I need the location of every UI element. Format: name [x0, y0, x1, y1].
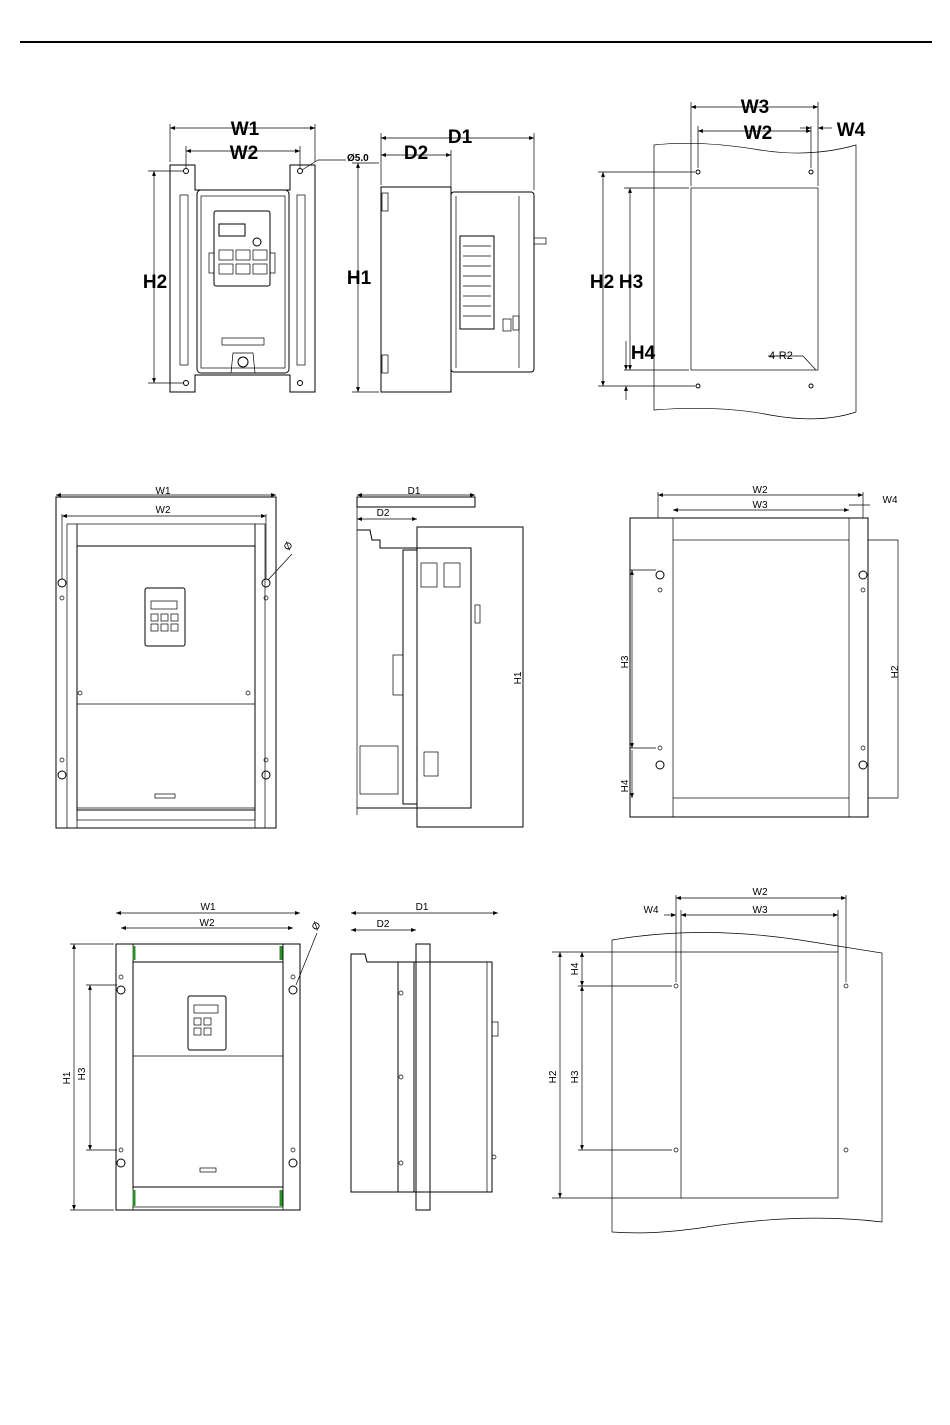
row3-mount-h4: H4	[570, 962, 581, 975]
row1-mount-w2: W2	[744, 123, 773, 144]
row1-mount-h4: H4	[631, 343, 656, 364]
row2-side-h1: H1	[513, 671, 524, 684]
row2-mount-template: W2 W3 W4 H3 H4 H2	[620, 485, 901, 817]
row3-front-h3: H3	[77, 1067, 88, 1080]
row3-mount-w3: W3	[753, 905, 768, 916]
row2-front-view: W1 W2 Ø	[56, 486, 296, 828]
row1-side-view: D1 D2 H1	[347, 127, 546, 392]
row2-side-view: D1 D2 H1	[357, 486, 524, 827]
row2-front-hole: Ø	[282, 540, 296, 552]
row3-side-d2: D2	[377, 919, 390, 930]
row3-mount-w4: W4	[644, 905, 659, 916]
row3-front-w2: W2	[200, 918, 215, 929]
row1-front-hole: Ø5.0	[347, 153, 369, 164]
row1-front-w2: W2	[230, 143, 259, 164]
row3-front-view: W1 W2 Ø H1 H3	[62, 902, 324, 1210]
row1-mount-template: W3 W2 W4 H2 H3 H4 4-R2	[590, 97, 866, 419]
row2-side-d2: D2	[377, 508, 390, 519]
row1-mount-h2: H2	[590, 272, 614, 293]
row2-front-w2: W2	[156, 505, 171, 516]
row1-front-h2: H2	[143, 272, 167, 293]
row3-mount-h3: H3	[570, 1070, 581, 1083]
row1-side-d1: D1	[448, 127, 473, 148]
row1-front-view: W1 W2 H2 Ø5.0	[143, 119, 369, 392]
row2-mount-h3: H3	[620, 655, 631, 668]
row2-mount-h2: H2	[890, 665, 901, 678]
row1-mount-radius: 4-R2	[769, 350, 793, 362]
row1-mount-w3: W3	[741, 97, 770, 118]
row2-mount-w4: W4	[883, 495, 898, 506]
row3-front-hole: Ø	[310, 920, 324, 932]
row2-front-w1: W1	[156, 486, 171, 497]
row3-mount-h2: H2	[548, 1070, 559, 1083]
row2-mount-w3: W3	[753, 500, 768, 511]
row1-side-d2: D2	[404, 143, 428, 164]
row2-mount-w2: W2	[753, 485, 768, 496]
row3-side-d1: D1	[416, 902, 429, 913]
row1-front-w1: W1	[231, 119, 260, 140]
row3-front-h1: H1	[62, 1071, 73, 1084]
row1-mount-w4: W4	[837, 120, 866, 141]
row3-mount-w2: W2	[753, 887, 768, 898]
row3-mount-template: W2 W3 W4 H2 H3 H4	[548, 887, 882, 1233]
row2-mount-h4: H4	[620, 779, 631, 792]
row1-mount-h3: H3	[619, 272, 643, 293]
row2-side-d1: D1	[408, 486, 421, 497]
row3-side-view: D1 D2	[351, 902, 498, 1210]
row3-front-w1: W1	[201, 902, 216, 913]
row1-side-h1: H1	[347, 268, 372, 289]
